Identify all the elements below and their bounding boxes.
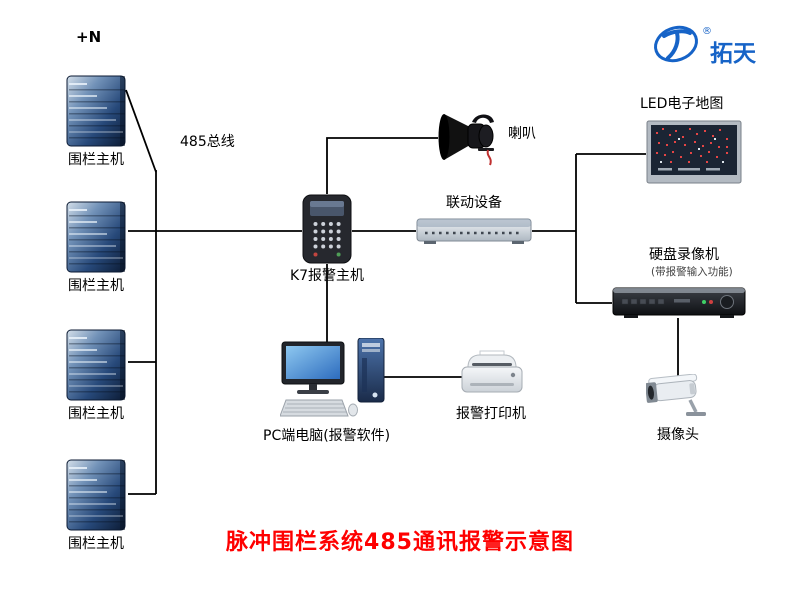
fence-host-4-icon [66, 459, 126, 531]
logo-registered-mark: ® [702, 26, 712, 37]
bus-485-label: 485总线 [180, 134, 235, 150]
pc-workstation-icon [280, 338, 385, 417]
dvr-label: 硬盘录像机 [649, 247, 719, 263]
dvr-icon [612, 287, 746, 318]
fence-host-1-label: 围栏主机 [68, 152, 124, 168]
host-count-annotation: +N [76, 28, 102, 46]
logo-swoosh-icon [654, 25, 698, 63]
led-map-label: LED电子地图 [640, 96, 724, 112]
fence-host-1-icon [66, 75, 126, 147]
led-map-display-icon [646, 120, 742, 184]
logo-brand-text: 拓天 [710, 41, 757, 67]
camera-icon [646, 374, 706, 416]
fence-host-3-icon [66, 329, 126, 401]
linkage-device-icon [416, 218, 532, 244]
printer-label: 报警打印机 [456, 406, 526, 422]
dvr-sublabel: (带报警输入功能) [651, 266, 733, 278]
k7-alarm-host-label: K7报警主机 [289, 268, 365, 284]
diagram-title: 脉冲围栏系统485通讯报警示意图 [226, 530, 574, 555]
fence-host-2-label: 围栏主机 [68, 278, 124, 294]
fence-host-3-label: 围栏主机 [68, 406, 124, 422]
k7-alarm-host-icon [302, 194, 352, 264]
fence-host-4-label: 围栏主机 [68, 536, 124, 552]
printer-icon [461, 350, 523, 393]
fence-host-2-icon [66, 201, 126, 273]
speaker-label: 喇叭 [508, 126, 536, 142]
linkage-device-label: 联动设备 [446, 195, 502, 211]
speaker-horn-icon [438, 114, 494, 166]
camera-label: 摄像头 [657, 427, 699, 443]
brand-logo: ® 拓天 [654, 25, 757, 67]
pc-label: PC端电脑(报警软件) [263, 428, 391, 444]
